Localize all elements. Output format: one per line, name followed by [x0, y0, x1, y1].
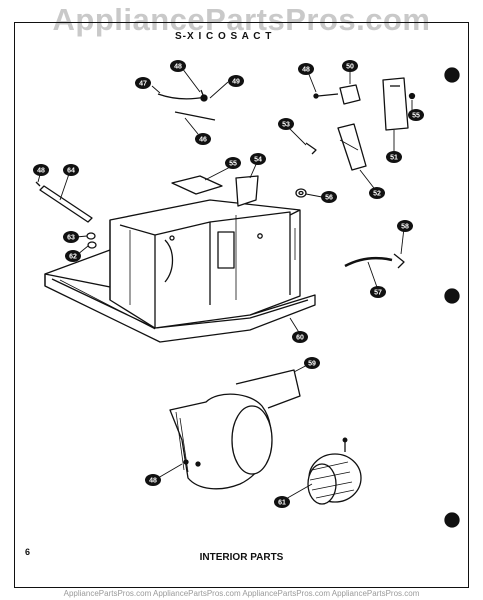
grommets [86, 232, 97, 249]
control-cable [157, 89, 216, 121]
callout-label: 48 [174, 64, 182, 71]
sheet-border [14, 22, 469, 588]
callout-label: 48 [302, 67, 310, 74]
mounting-plate [382, 77, 416, 131]
callout-label: 54 [254, 157, 262, 164]
footer-watermark: AppliancePartsPros.com AppliancePartsPro… [63, 589, 420, 598]
callout-label: 46 [199, 137, 207, 144]
callout-labels: 48 49 47 46 48 50 53 51 52 55 54 48 64 6… [37, 64, 420, 507]
support-bracket [337, 123, 367, 171]
callout-label: 49 [232, 79, 240, 86]
page-number: 6 [25, 547, 31, 557]
binder-hole [444, 67, 460, 83]
drain-tube [344, 253, 405, 269]
site-watermark: AppliancePartsPros.com [52, 2, 431, 37]
callout-label: 53 [282, 122, 290, 129]
callout-label: 48 [149, 478, 157, 485]
insulation-strip [35, 181, 93, 223]
diagram-header: S-X I C O S A C T [175, 31, 273, 42]
callout-label: 59 [308, 361, 316, 368]
callout-bubbles [33, 60, 424, 508]
blower-wheel [307, 437, 362, 505]
bushing [295, 188, 307, 198]
callout-label: 57 [374, 290, 382, 297]
callout-label: 60 [296, 335, 304, 342]
cabinet-partition [109, 199, 301, 329]
callout-label: 64 [67, 168, 75, 175]
callout-label: 63 [67, 235, 75, 242]
control-bracket [313, 84, 361, 105]
callout-label: 47 [139, 81, 147, 88]
callout-label: 55 [412, 113, 420, 120]
callout-label: 50 [346, 64, 354, 71]
callout-label: 61 [278, 500, 286, 507]
binder-hole [444, 512, 460, 528]
callout-label: 55 [229, 161, 237, 168]
binder-hole [444, 288, 460, 304]
section-title: INTERIOR PARTS [199, 552, 284, 563]
callout-label: 58 [401, 224, 409, 231]
callout-label: 56 [325, 195, 333, 202]
callout-label: 51 [390, 155, 398, 162]
callout-label: 52 [373, 191, 381, 198]
callout-label: 48 [37, 168, 45, 175]
retaining-clip [305, 142, 317, 155]
screws [183, 459, 201, 467]
callout-label: 62 [69, 254, 77, 261]
blower-scroll-housing [169, 369, 301, 490]
